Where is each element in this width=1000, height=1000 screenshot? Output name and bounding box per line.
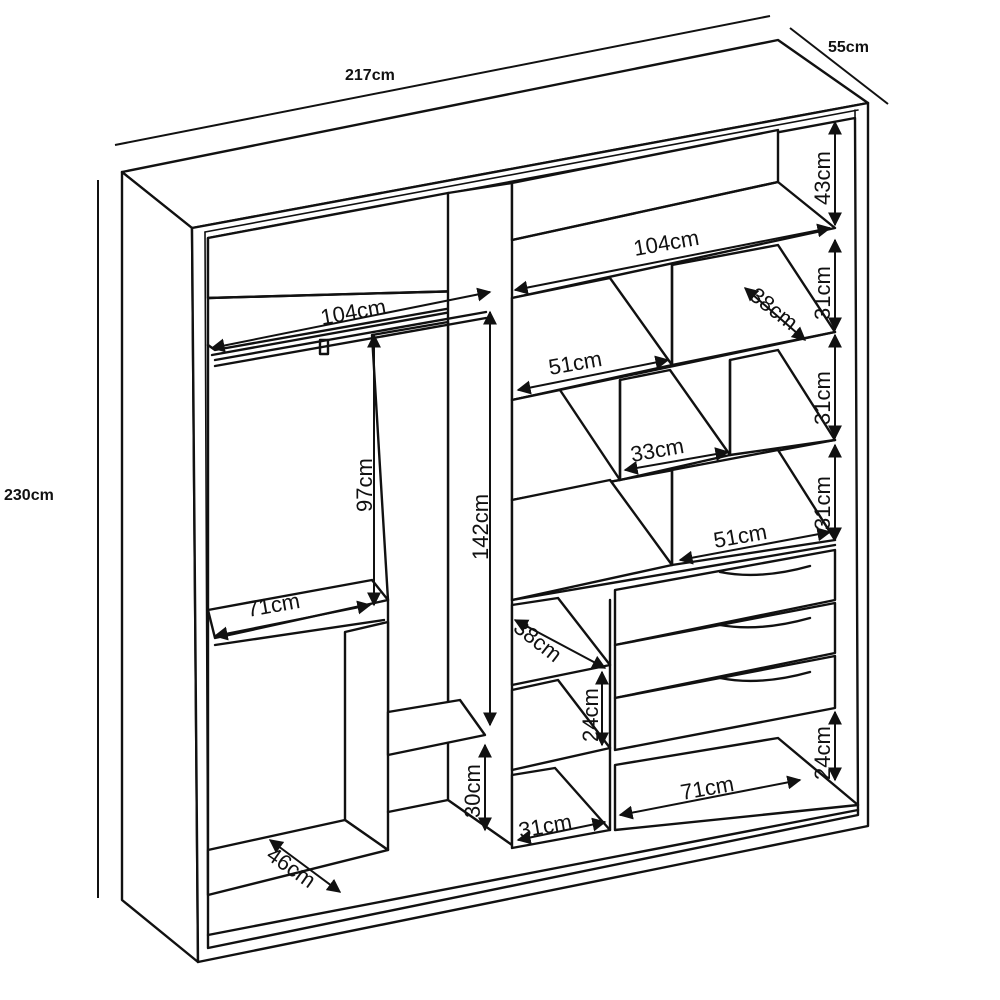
label-lower-right-height: 31cm (810, 476, 835, 530)
drawer-2-handle (718, 616, 812, 629)
label-middle-right-height: 31cm (810, 371, 835, 425)
front-edge-line (204, 109, 859, 233)
arrow-lower-right-width (678, 527, 832, 565)
label-upper-right-height: 31cm (810, 266, 835, 320)
label-bottom-shelf-height: 30cm (460, 764, 485, 818)
arrow-bottom-left-depth (268, 839, 342, 893)
drawer-3-handle (718, 670, 812, 683)
label-right-top-height: 43cm (810, 151, 835, 205)
width-dimension-line (114, 15, 771, 146)
arrow-drawer-section-depth (513, 619, 607, 669)
arrow-upper-middle-width (516, 355, 670, 395)
overall-dimensions: 217cm 55cm 230cm (4, 15, 889, 898)
drawer-1-handle (718, 564, 812, 577)
arrow-lower-left-width (213, 600, 372, 641)
base-plinth (206, 808, 860, 937)
arrow-right-top-width (513, 223, 832, 295)
label-bottom-right-height: 24cm (810, 726, 835, 780)
depth-label: 55cm (828, 39, 869, 56)
arrow-bottom-small-width (516, 817, 607, 845)
height-label: 230cm (4, 487, 54, 504)
arrow-bottom-wide-width (618, 775, 802, 820)
label-hanging-height: 97cm (352, 458, 377, 512)
left-inner-edge (204, 231, 209, 949)
right-inner-edge (854, 109, 859, 816)
depth-dimension-line (789, 27, 889, 105)
drawer-2 (613, 601, 837, 700)
middle-bottom-shelf (386, 698, 487, 757)
width-label: 217cm (345, 67, 395, 84)
arrow-middle-width (623, 447, 730, 475)
middle-bottom-floor (386, 798, 450, 814)
arrow-left-top-width (210, 287, 492, 353)
label-long-hanging-height: 142cm (468, 494, 493, 560)
label-drawer-shelf-height: 24cm (578, 688, 603, 742)
arrow-upper-right-depth (743, 287, 807, 341)
carcass-left-side (120, 170, 200, 964)
lower-left-divider (343, 620, 390, 852)
